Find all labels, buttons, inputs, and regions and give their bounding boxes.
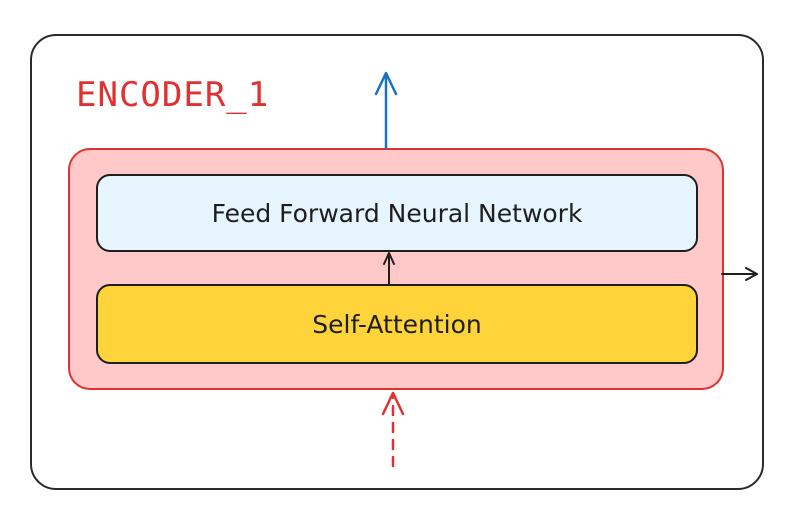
self-attention-label: Self-Attention — [312, 309, 482, 339]
encoder-title: ENCODER_1 — [76, 75, 270, 115]
self-attention-layer: Self-Attention — [96, 284, 698, 364]
input-dashed-arrow — [381, 391, 405, 468]
internal-arrow — [383, 252, 395, 285]
feed-forward-layer: Feed Forward Neural Network — [96, 174, 698, 252]
side-output-arrow — [721, 267, 758, 281]
feed-forward-label: Feed Forward Neural Network — [211, 198, 583, 228]
output-up-arrow — [374, 71, 398, 150]
